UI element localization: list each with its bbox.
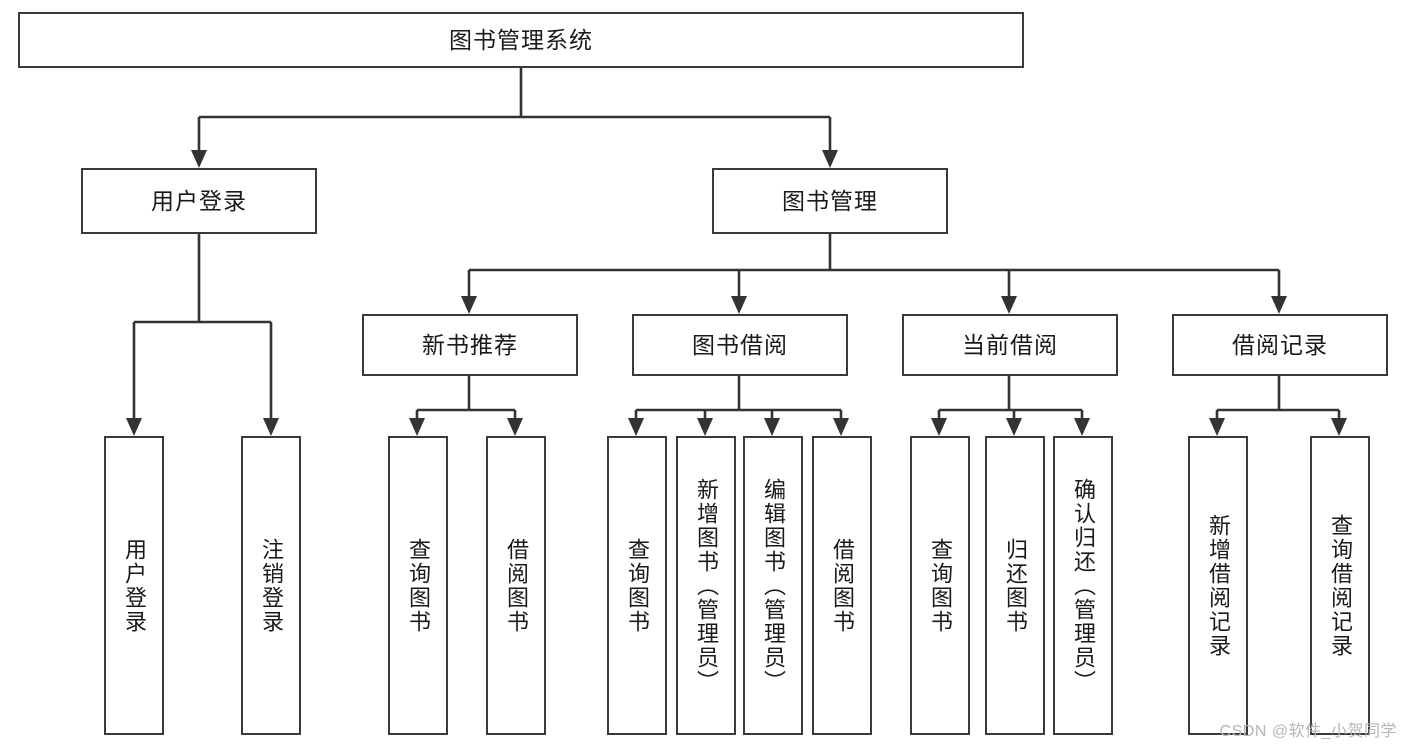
node-leaf-query-book-current[interactable]: 查询图书 — [910, 436, 970, 735]
node-leaf-edit-book[interactable]: 编辑图书（管理员） — [743, 436, 803, 735]
node-leaf-edit-book-label: 编辑图书（管理员） — [760, 477, 786, 694]
node-leaf-query-book-rec[interactable]: 查询图书 — [388, 436, 448, 735]
arrowhead-current — [1001, 296, 1017, 314]
node-leaf-user-logout[interactable]: 注销登录 — [241, 436, 301, 735]
node-new-book-recommend-label: 新书推荐 — [422, 331, 518, 358]
node-leaf-borrow-book[interactable]: 借阅图书 — [812, 436, 872, 735]
arrowhead-user-login — [191, 150, 207, 168]
node-root[interactable]: 图书管理系统 — [18, 12, 1024, 68]
node-leaf-query-book-rec-label: 查询图书 — [405, 537, 431, 634]
node-leaf-query-borrow-record-label: 查询借阅记录 — [1327, 513, 1353, 658]
node-leaf-user-logout-label: 注销登录 — [258, 537, 284, 634]
arrowhead-leaf-borrow-book-rec — [507, 418, 523, 436]
node-new-book-recommend[interactable]: 新书推荐 — [362, 314, 578, 376]
node-leaf-user-login[interactable]: 用户登录 — [104, 436, 164, 735]
arrowhead-leaf-query-borrow-record — [1331, 418, 1347, 436]
node-leaf-borrow-book-label: 借阅图书 — [829, 537, 855, 634]
node-leaf-add-book-label: 新增图书（管理员） — [693, 477, 719, 694]
arrowhead-leaf-add-book — [697, 418, 713, 436]
arrowhead-book-management — [822, 150, 838, 168]
arrowhead-leaf-borrow-book — [833, 418, 849, 436]
node-root-label: 图书管理系统 — [449, 26, 593, 53]
node-book-management-label: 图书管理 — [782, 187, 878, 214]
arrowhead-records — [1271, 296, 1287, 314]
node-current-borrow[interactable]: 当前借阅 — [902, 314, 1118, 376]
node-leaf-return-book[interactable]: 归还图书 — [985, 436, 1045, 735]
node-user-login[interactable]: 用户登录 — [81, 168, 317, 234]
arrowhead-leaf-user-login — [126, 418, 142, 436]
node-leaf-query-book-borrow[interactable]: 查询图书 — [607, 436, 667, 735]
arrowhead-leaf-user-logout — [263, 418, 279, 436]
node-book-borrow[interactable]: 图书借阅 — [632, 314, 848, 376]
watermark-text: CSDN @软件_小贺同学 — [1219, 723, 1397, 740]
node-leaf-add-borrow-record[interactable]: 新增借阅记录 — [1188, 436, 1248, 735]
node-book-borrow-label: 图书借阅 — [692, 331, 788, 358]
arrowhead-borrow — [731, 296, 747, 314]
node-user-login-label: 用户登录 — [151, 187, 247, 214]
node-leaf-add-borrow-record-label: 新增借阅记录 — [1205, 513, 1231, 658]
node-leaf-query-book-borrow-label: 查询图书 — [624, 537, 650, 634]
node-leaf-confirm-return-label: 确认归还（管理员） — [1070, 477, 1096, 694]
node-borrow-records[interactable]: 借阅记录 — [1172, 314, 1388, 376]
arrowhead-leaf-return-book — [1006, 418, 1022, 436]
node-borrow-records-label: 借阅记录 — [1232, 331, 1328, 358]
arrowhead-recommend — [461, 296, 477, 314]
node-leaf-add-book[interactable]: 新增图书（管理员） — [676, 436, 736, 735]
arrowhead-leaf-add-borrow-record — [1209, 418, 1225, 436]
node-current-borrow-label: 当前借阅 — [962, 331, 1058, 358]
arrowhead-leaf-query-book-borrow — [628, 418, 644, 436]
node-book-management[interactable]: 图书管理 — [712, 168, 948, 234]
node-leaf-confirm-return[interactable]: 确认归还（管理员） — [1053, 436, 1113, 735]
node-leaf-query-borrow-record[interactable]: 查询借阅记录 — [1310, 436, 1370, 735]
node-leaf-borrow-book-rec[interactable]: 借阅图书 — [486, 436, 546, 735]
arrowhead-leaf-confirm-return — [1074, 418, 1090, 436]
arrowheads — [126, 150, 1347, 436]
node-leaf-user-login-label: 用户登录 — [121, 537, 147, 634]
node-leaf-return-book-label: 归还图书 — [1002, 537, 1028, 634]
node-leaf-query-book-current-label: 查询图书 — [927, 537, 953, 634]
arrowhead-leaf-query-book-rec — [409, 418, 425, 436]
node-leaf-borrow-book-rec-label: 借阅图书 — [503, 537, 529, 634]
arrowhead-leaf-query-book-current — [931, 418, 947, 436]
arrowhead-leaf-edit-book — [764, 418, 780, 436]
